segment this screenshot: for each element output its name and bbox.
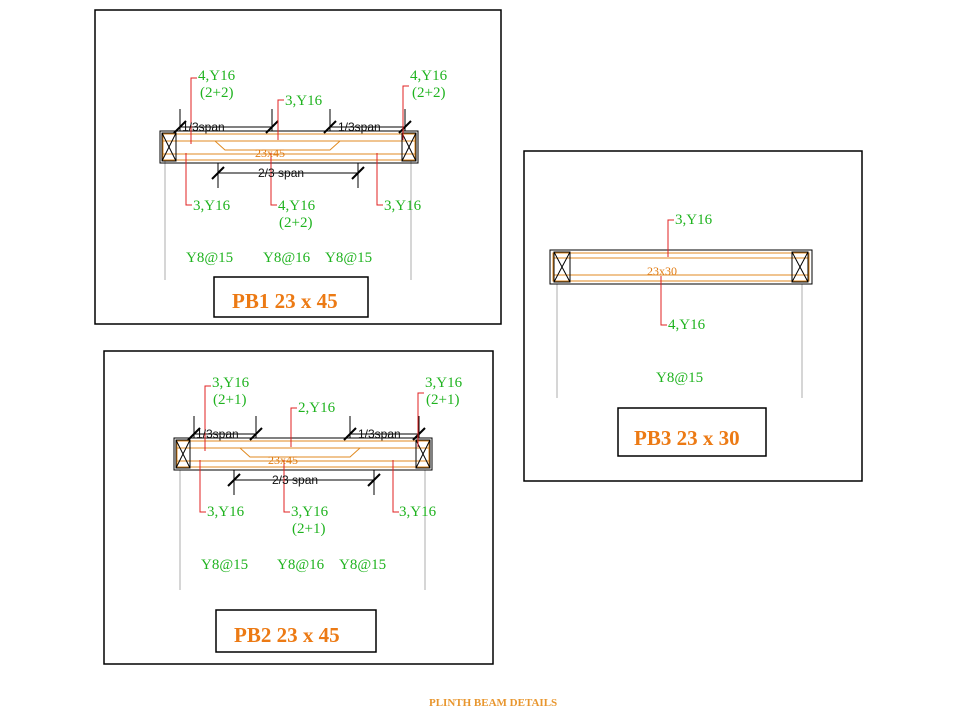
pb1-label-top-mid: 3,Y16 bbox=[285, 93, 323, 109]
pb2-label-top-left-sub: (2+1) bbox=[213, 392, 246, 408]
pb1-span-mid-label: 2/3 span bbox=[258, 166, 304, 180]
pb1-label-top-left: 4,Y16 bbox=[198, 68, 236, 84]
pb1-leader-bot-mid bbox=[270, 153, 277, 206]
pb1-leader-top-right bbox=[402, 85, 409, 140]
pb2-span-left-label: 1/3span bbox=[196, 427, 239, 441]
pb1-stirrup-left: Y8@15 bbox=[186, 250, 233, 266]
pb1-span-left-label: 1/3span bbox=[182, 120, 225, 134]
pb1-label-top-left-sub: (2+2) bbox=[200, 85, 233, 101]
pb3-column-left bbox=[553, 251, 571, 283]
pb2-label-top-right: 3,Y16 bbox=[425, 375, 463, 391]
pb2-leader-bot-mid bbox=[283, 460, 290, 513]
pb1-leader-top-left bbox=[190, 77, 197, 144]
pb2-label-bot-right: 3,Y16 bbox=[399, 504, 437, 520]
pb2-stirrup-left: Y8@15 bbox=[201, 557, 248, 573]
pb1-leader-bot-left bbox=[185, 153, 192, 206]
pb2-title: PB2 23 x 45 bbox=[234, 623, 340, 647]
drawing-footer-title: PLINTH BEAM DETAILS bbox=[429, 697, 557, 709]
pb2-column-right bbox=[415, 439, 431, 469]
pb1-beam-outline bbox=[159, 130, 419, 164]
pb1-size-label: 23x45 bbox=[255, 146, 285, 160]
pb2-size-label: 23x45 bbox=[268, 453, 298, 467]
pb2-label-bot-mid: 3,Y16 bbox=[291, 504, 329, 520]
pb3-beam-inner bbox=[552, 252, 810, 282]
pb1-stirrup-mid: Y8@16 bbox=[263, 250, 311, 266]
pb3-panel: 3,Y16 23x30 4,Y16 Y8@15 PB3 23 x 30 bbox=[523, 150, 863, 482]
pb2-span-right-label: 1/3span bbox=[358, 427, 401, 441]
pb1-label-top-right: 4,Y16 bbox=[410, 68, 448, 84]
pb3-column-right bbox=[791, 251, 809, 283]
pb1-beam-inner bbox=[162, 133, 416, 161]
pb1-label-bot-mid: 4,Y16 bbox=[278, 198, 316, 214]
pb1-panel: 4,Y16 (2+2) 3,Y16 4,Y16 (2+2) 1/3span 1/… bbox=[94, 9, 502, 325]
pb2-label-top-right-sub: (2+1) bbox=[426, 392, 459, 408]
pb3-size-label: 23x30 bbox=[647, 264, 677, 278]
pb3-title: PB3 23 x 30 bbox=[634, 426, 740, 450]
pb1-frame bbox=[94, 9, 502, 325]
pb1-title-box bbox=[213, 276, 369, 318]
pb3-label-bot-mid: 4,Y16 bbox=[668, 317, 706, 333]
pb3-title-box bbox=[617, 407, 767, 457]
pb3-beam-outline bbox=[549, 249, 813, 285]
pb3-leader-bot bbox=[660, 276, 667, 326]
pb2-beam-outline bbox=[173, 437, 433, 471]
pb1-mid-bar bbox=[214, 140, 341, 151]
pb2-leader-top-mid bbox=[290, 407, 297, 447]
pb1-stirrup-right: Y8@15 bbox=[325, 250, 372, 266]
pb2-column-left bbox=[175, 439, 191, 469]
pb2-title-box bbox=[215, 609, 377, 653]
pb1-label-bot-mid-sub: (2+2) bbox=[279, 215, 312, 231]
pb2-label-top-left: 3,Y16 bbox=[212, 375, 250, 391]
pb2-stirrup-mid: Y8@16 bbox=[277, 557, 325, 573]
pb2-frame bbox=[103, 350, 494, 665]
pb1-leader-bot-right bbox=[376, 153, 383, 206]
pb1-label-bot-left: 3,Y16 bbox=[193, 198, 231, 214]
pb2-mid-bar bbox=[239, 447, 361, 458]
pb1-span-right-label: 1/3span bbox=[338, 120, 381, 134]
pb3-frame bbox=[523, 150, 863, 482]
pb3-stirrup: Y8@15 bbox=[656, 370, 703, 386]
pb2-panel: 3,Y16 (2+1) 2,Y16 3,Y16 (2+1) 1/3span 1/… bbox=[103, 350, 494, 665]
pb2-leader-top-right bbox=[417, 392, 424, 447]
pb2-leader-bot-right bbox=[392, 460, 399, 513]
pb1-leader-top-mid bbox=[277, 99, 284, 140]
pb2-span-mid-label: 2/3 span bbox=[272, 473, 318, 487]
pb2-label-top-mid: 2,Y16 bbox=[298, 400, 336, 416]
pb2-label-bot-mid-sub: (2+1) bbox=[292, 521, 325, 537]
pb3-label-top-mid: 3,Y16 bbox=[675, 212, 713, 228]
pb1-title: PB1 23 x 45 bbox=[232, 289, 338, 313]
pb2-leader-bot-left bbox=[199, 460, 206, 513]
pb2-label-bot-left: 3,Y16 bbox=[207, 504, 245, 520]
pb1-label-bot-right: 3,Y16 bbox=[384, 198, 422, 214]
pb1-label-top-right-sub: (2+2) bbox=[412, 85, 445, 101]
pb3-leader-top bbox=[667, 219, 674, 257]
pb2-leader-top-left bbox=[204, 385, 211, 451]
pb2-stirrup-right: Y8@15 bbox=[339, 557, 386, 573]
pb1-column-left bbox=[161, 132, 177, 162]
pb1-column-right bbox=[401, 132, 417, 162]
pb2-beam-inner bbox=[176, 440, 430, 468]
